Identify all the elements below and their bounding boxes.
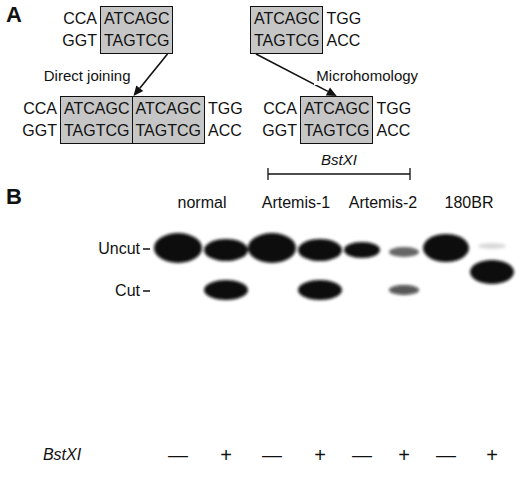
sequence-box: ATCAGCTAGTCG [300,96,373,144]
figure-label: normal [178,192,227,214]
strand-sequence: ATCAGC [254,8,319,30]
figure-label: Artemis-2 [349,192,417,214]
figure-label: — [262,442,282,468]
arrow-head [326,87,337,96]
strand-sequence: TAGTCG [64,120,129,142]
figure-label: B [6,182,22,211]
figure-label: ACC [376,120,410,142]
sequence-box: ATCAGCTAGTCG [60,96,133,144]
figure-label: A [6,0,22,29]
figure-label: TGG [208,98,243,120]
figure-label: CCA [263,98,297,120]
figure-label: CCA [63,8,97,30]
strand-sequence: ATCAGC [104,8,169,30]
sequence-box: ATCAGCTAGTCG [132,96,205,144]
gel-bands [154,233,514,300]
figure-label: TGG [326,8,361,30]
figure-label: + [486,442,498,468]
figure-label: GGT [262,120,297,142]
sequence-box: ATCAGCTAGTCG [100,6,173,54]
arrow-head [133,85,143,96]
strand-sequence: ATCAGC [136,98,201,120]
figure-label: + [314,442,326,468]
sequence-box: ATCAGCTAGTCG [250,6,323,54]
figure-label: Uncut [98,238,140,260]
strand-sequence: TAGTCG [136,120,201,142]
figure-label: ACC [208,120,242,142]
figure-label: GGT [62,30,97,52]
figure-label: ACC [326,30,360,52]
strand-sequence: ATCAGC [304,98,369,120]
figure-label: BstXI [43,444,81,465]
figure-label: GGT [22,120,57,142]
figure-label: TGG [376,98,411,120]
strand-sequence: TAGTCG [254,30,319,52]
pathway-label: Microhomology [314,66,420,85]
figure-label: + [398,442,410,468]
strand-sequence: ATCAGC [64,98,129,120]
figure-label: + [220,442,232,468]
figure-label: Cut [115,280,140,302]
restriction-bracket [268,168,410,180]
figure-label: BstXI [321,150,357,170]
pathway-label: Direct joining [42,66,133,85]
figure-label: — [352,442,372,468]
strand-sequence: TAGTCG [104,30,169,52]
figure-label: Artemis-1 [262,192,330,214]
band-ticks [143,249,150,291]
reaction-arrow [140,54,168,88]
figure-label: CCA [23,98,57,120]
strand-sequence: TAGTCG [304,120,369,142]
figure-label: 180BR [445,192,494,214]
figure-label: — [168,442,188,468]
figure-label: — [436,442,456,468]
